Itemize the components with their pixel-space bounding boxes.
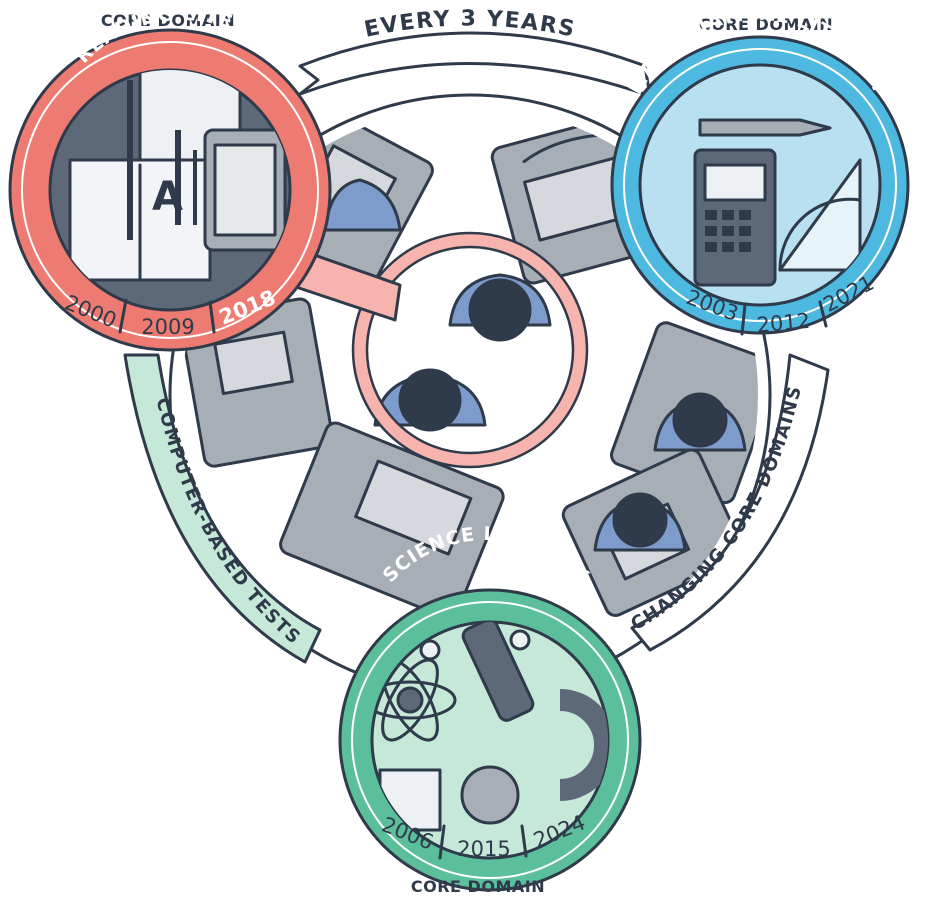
cycle-ribbon: EVERY 3 YEARS — [298, 6, 652, 98]
math-illustration — [693, 118, 862, 287]
reading-illustration: A — [68, 70, 287, 282]
reading-year-2: 2009 — [141, 315, 194, 339]
student-right — [653, 392, 747, 452]
badge-reading: CORE DOMAIN A READING LITERACY 2000 2009… — [8, 3, 332, 352]
badge-math: CORE DOMAIN MATHEMATICAL LITERACY 2003 2… — [610, 3, 910, 338]
student-center — [373, 368, 487, 432]
reading-caption: CORE DOMAIN — [101, 11, 235, 30]
desk-center — [279, 421, 505, 620]
science-caption: CORE DOMAIN — [411, 877, 545, 896]
student-top — [448, 273, 552, 342]
science-year-2: 2015 — [457, 837, 510, 861]
reading-letter-glyph: A — [152, 174, 183, 220]
math-year-2: 2012 — [756, 309, 811, 338]
science-illustration — [372, 622, 608, 832]
student-bottom-right — [593, 492, 687, 552]
math-caption: CORE DOMAIN — [699, 15, 833, 34]
